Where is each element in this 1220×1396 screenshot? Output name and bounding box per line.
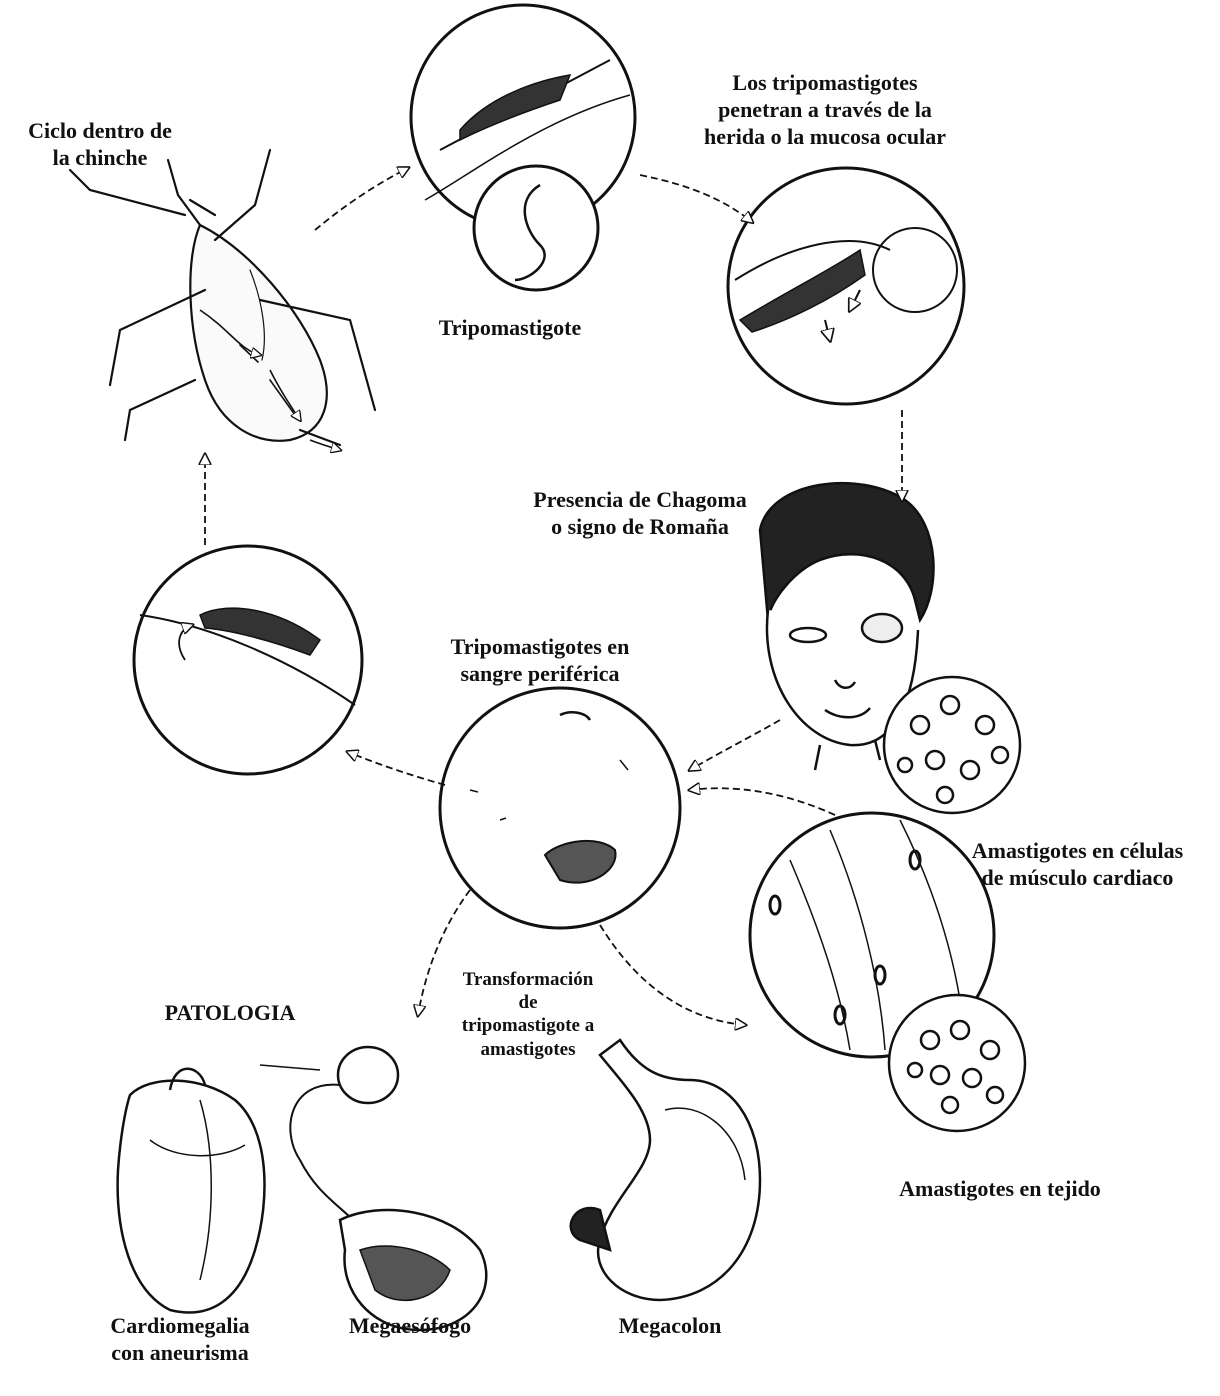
label-megaesophagus: Megaesófogo	[320, 1313, 500, 1340]
bug-feeding-circle	[134, 546, 362, 774]
enlarged-heart-illustration	[118, 1069, 265, 1313]
arrow-blood-to-feeding	[348, 752, 445, 785]
chagoma-tissue-circle	[884, 677, 1020, 813]
label-blood: Tripomastigotes en sangre periférica	[420, 634, 660, 688]
label-penetration: Los tripomastigotes penetran a través de…	[670, 70, 980, 150]
megaesophagus-illustration	[260, 1047, 486, 1330]
penetration-circle	[728, 168, 964, 404]
label-bug-cycle: Ciclo dentro de la chinche	[0, 118, 200, 172]
arrow-bite-to-penetration	[640, 175, 752, 222]
kissing-bug-illustration	[70, 150, 375, 445]
label-chagoma: Presencia de Chagoma o signo de Romaña	[495, 487, 785, 541]
label-transformation: Transformación de tripomastigote a amast…	[428, 968, 628, 1061]
arrow-bug-to-bite	[315, 168, 408, 230]
label-cardiomegaly: Cardiomegalia con aneurisma	[80, 1313, 280, 1367]
arrow-bug-exit	[310, 440, 340, 450]
arrow-face-to-blood	[690, 720, 780, 770]
label-megacolon: Megacolon	[580, 1313, 760, 1340]
label-tripomastigote: Tripomastigote	[410, 315, 610, 342]
arrow-cardiac-to-blood	[690, 788, 835, 815]
blood-circle	[440, 688, 680, 928]
tissue-amastigotes-circle	[889, 995, 1025, 1131]
megacolon-illustration	[571, 1040, 760, 1300]
tripomastigote-bite-circle	[411, 5, 635, 290]
label-pathology: PATOLOGIA	[140, 1000, 320, 1027]
label-tissue: Amastigotes en tejido	[870, 1176, 1130, 1203]
label-cardiac: Amastigotes en células de músculo cardia…	[940, 838, 1215, 892]
